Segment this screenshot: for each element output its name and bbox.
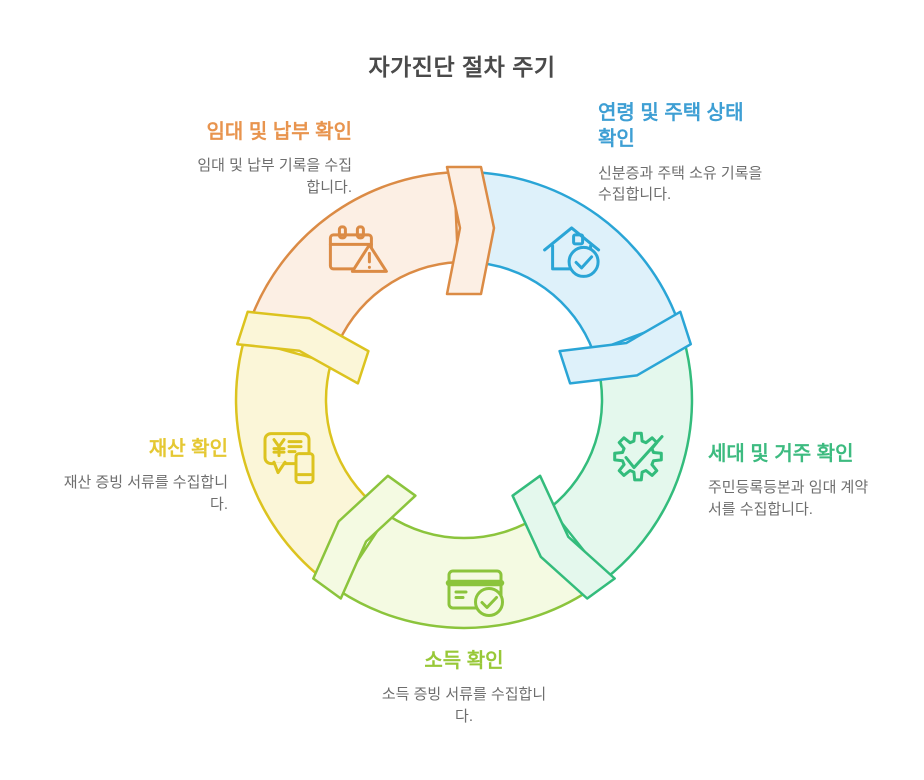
chevron-arrow-income	[312, 474, 417, 600]
chevron-arrow-property	[235, 310, 370, 385]
step-title: 임대 및 납부 확인	[206, 121, 352, 143]
card-check-icon	[445, 569, 505, 617]
step-description: 임대 및 납부 기록을 수집 합니다.	[197, 157, 352, 196]
step-description: 신분증과 주택 소유 기록을 수집합니다.	[598, 164, 763, 204]
gear-check-icon	[613, 431, 664, 482]
page-title: 자가진단 절차 주기	[368, 54, 556, 80]
step-title: 연령 및 주택 상태 확인	[598, 102, 744, 151]
step-title: 소득 확인	[424, 650, 504, 672]
step-description: 재산 증빙 서류를 수집합니 다.	[63, 474, 228, 513]
chevron-arrow-age-housing	[558, 310, 693, 385]
house-check-icon	[543, 226, 601, 278]
step-title: 세대 및 거주 확인	[708, 443, 854, 465]
step-label-rent-payment: 임대 및 납부 확인 임대 및 납부 기록을 수집 합니다.	[112, 119, 352, 198]
step-description: 소득 증빙 서류를 수집합니 다.	[381, 686, 547, 725]
step-label-household-residence: 세대 및 거주 확인 주민등록등본과 임대 계약 서를 수집합니다.	[708, 441, 920, 520]
money-chat-icon	[263, 432, 315, 485]
calendar-alert-icon	[328, 225, 388, 273]
step-label-income: 소득 확인 소득 증빙 서류를 수집합니 다.	[312, 648, 616, 727]
step-title: 재산 확인	[148, 438, 228, 460]
chevron-arrow-rent-payment	[445, 165, 496, 296]
step-label-property: 재산 확인 재산 증빙 서류를 수집합니 다.	[28, 436, 228, 515]
step-description: 주민등록등본과 임대 계약 서를 수집합니다.	[708, 479, 869, 518]
chevron-arrow-household-residence	[511, 474, 616, 600]
step-label-age-housing: 연령 및 주택 상태 확인 신분증과 주택 소유 기록을 수집합니다.	[598, 100, 798, 205]
